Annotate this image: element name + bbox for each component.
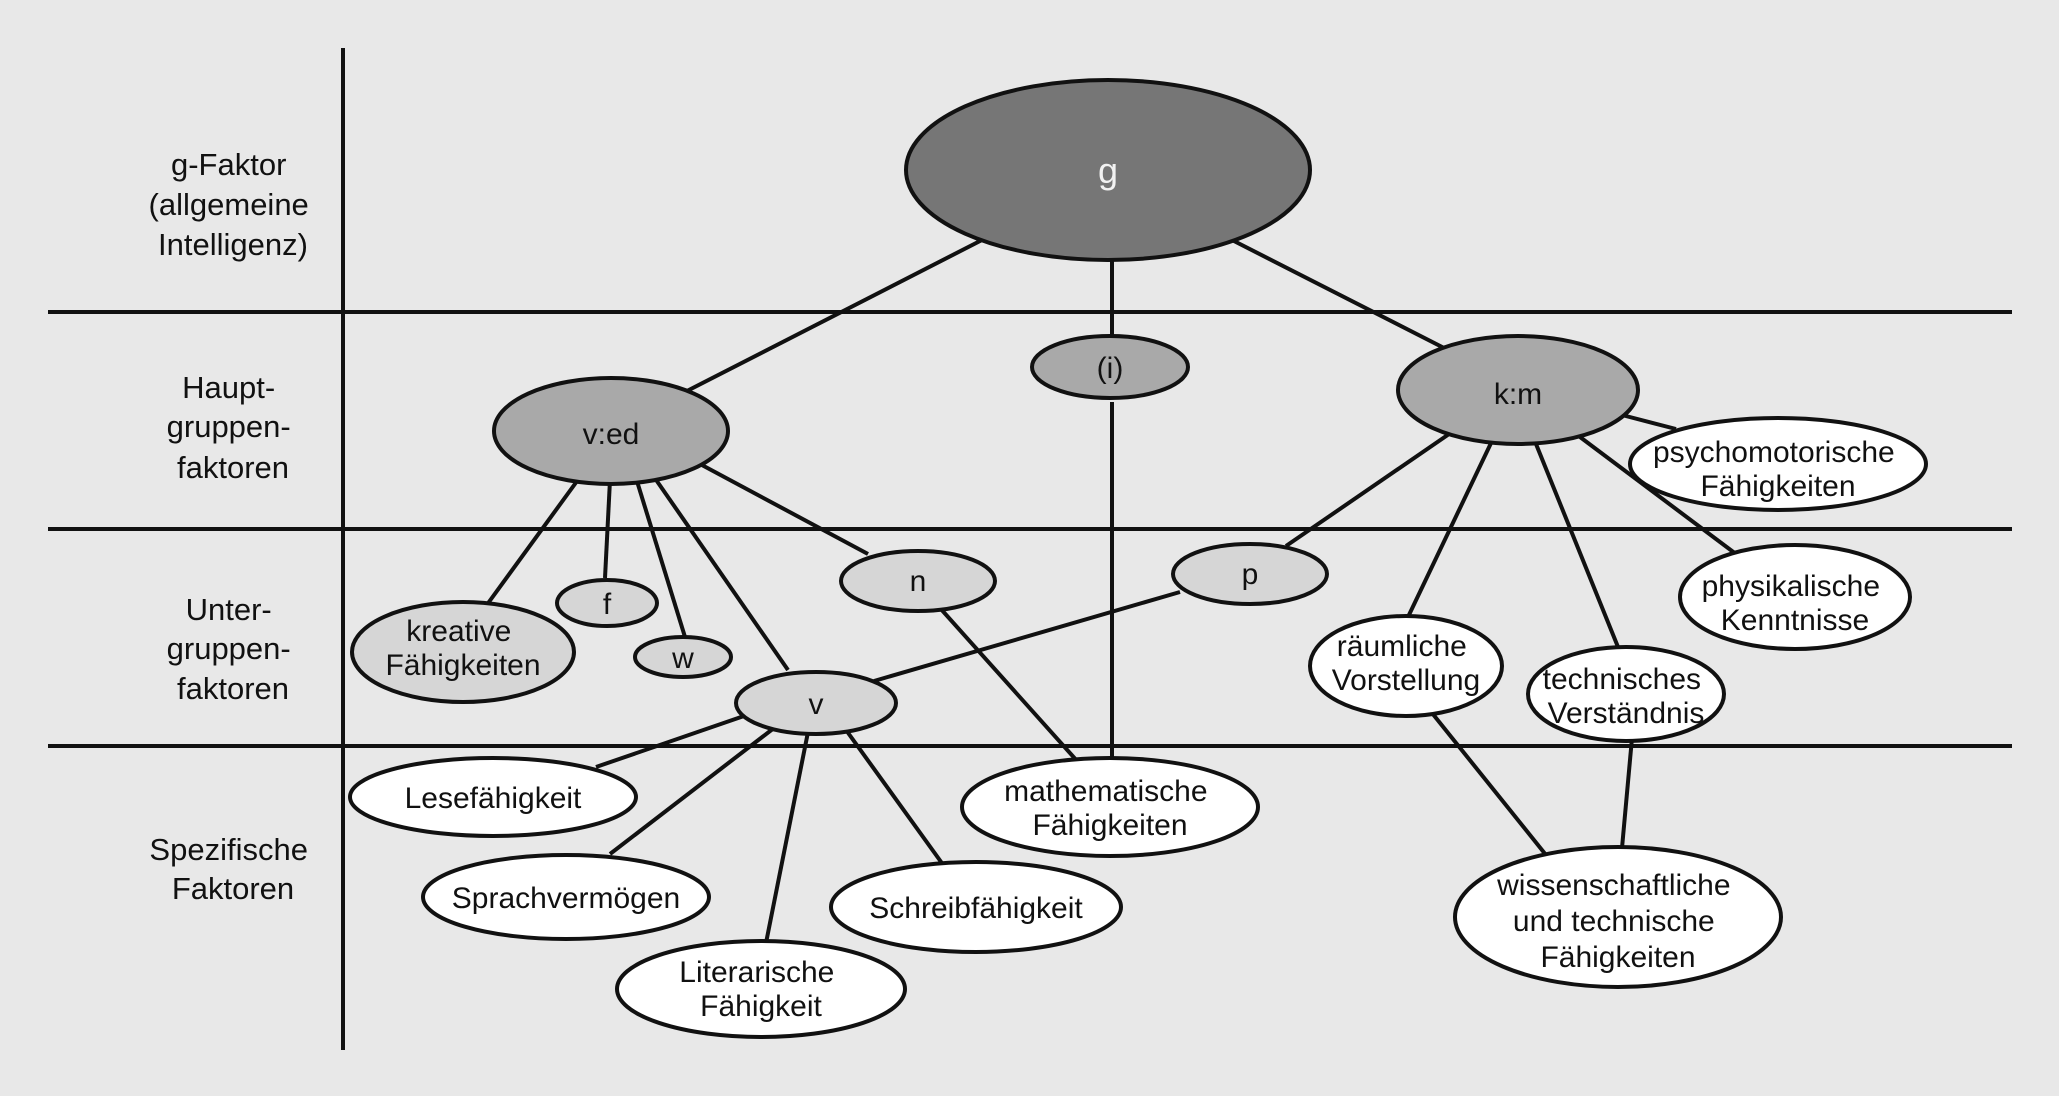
edge-v-literarisch [762,731,810,954]
node-w: w [633,635,733,679]
svg-text:psychomotorische Fähigke: psychomotorische Fähigkeiten [1653,436,1903,503]
svg-text:f: f [603,588,612,621]
node-v: v [734,670,898,736]
svg-text:w: w [671,642,694,675]
svg-text:v:ed: v:ed [583,418,640,451]
svg-text:n: n [910,565,927,598]
edge-km-technisch [1534,443,1620,648]
svg-text:räumliche Vorstellung: räumliche Vorstellung [1332,630,1480,697]
svg-text:Schreibfähigkeit: Schreibfähigkeit [869,892,1083,925]
node-schreib: Schreibfähigkeit [829,860,1123,954]
node-n: n [839,549,997,613]
svg-text:wissenschaftliche und te: wissenschaftliche und technische Fähigke… [1496,869,1739,974]
edge-km-raeumlich [1406,440,1494,618]
edge-n-mathe [938,606,1080,764]
svg-text:Sprachvermögen: Sprachvermögen [452,882,680,915]
edge-p-v [873,590,1181,683]
node-p: p [1171,542,1329,606]
node-lese: Lesefähigkeit [348,756,638,838]
edge-v-sprach [608,726,776,856]
edge-ved-f [603,479,612,579]
node-f: f [555,578,659,628]
node-mathe: mathematische Fähigkeiten [960,756,1260,858]
svg-text:p: p [1242,558,1259,591]
node-raeumlich: räumliche Vorstellung [1308,614,1504,718]
edge-v-lese [595,714,745,769]
edge-raeumlich-wissen [1426,706,1548,857]
node-km: k:m [1396,334,1640,446]
node-physikalisch: physikalische Kenntnisse [1678,543,1912,651]
svg-text:mathematische Fähigkeite: mathematische Fähigkeiten [1004,775,1216,842]
level-label-spezifisch: Spezifische Faktoren [149,832,316,906]
svg-text:physikalische Kenntnisse: physikalische Kenntnisse [1702,570,1889,637]
node-psychomotorisch: psychomotorische Fähigkeiten [1628,416,1928,512]
svg-text:Lesefähigkeit: Lesefähigkeit [405,782,582,815]
edge-ved-kreativ [484,475,582,608]
edge-ved-w [634,477,687,638]
node-literarisch: Literarische Fähigkeit [615,939,907,1039]
node-kreativ: kreative Fähigkeiten [350,600,576,704]
svg-text:Literarische Fähigkeit: Literarische Fähigkeit [679,956,842,1023]
edge-ved-v [650,472,790,672]
node-i: (i) [1030,334,1190,400]
level-label-g-faktor: g-Faktor (allgemeine Intelligenz) [149,147,318,262]
node-wissenschaftlich: wissenschaftliche und technische Fähigke… [1453,845,1783,989]
svg-text:kreative Fähigkeiten: kreative Fähigkeiten [385,615,540,682]
svg-text:technisches Verständnis: technisches Verständnis [1543,663,1710,730]
node-ved: v:ed [492,376,730,486]
edge-km-psycho [1621,413,1677,431]
node-sprach: Sprachvermögen [421,853,711,941]
level-label-untergruppen: Unter- gruppen- faktoren [167,592,300,706]
node-g: g [904,78,1312,262]
svg-text:g: g [1098,150,1118,191]
node-technisch: technisches Verständnis [1526,645,1726,743]
edge-ved-n [699,462,869,556]
edge-km-physik [1574,432,1742,559]
connectors [484,238,1742,954]
edge-km-p [1284,430,1454,548]
svg-text:k:m: k:m [1494,378,1542,411]
edge-technisch-wissen [1620,737,1634,849]
edge-g-km [1231,238,1449,352]
level-label-hauptgruppen: Haupt- gruppen- faktoren [167,370,300,485]
edge-g-ved [684,238,983,394]
svg-text:(i): (i) [1097,352,1124,385]
edge-v-schreib [844,728,946,868]
svg-text:v: v [809,688,824,721]
